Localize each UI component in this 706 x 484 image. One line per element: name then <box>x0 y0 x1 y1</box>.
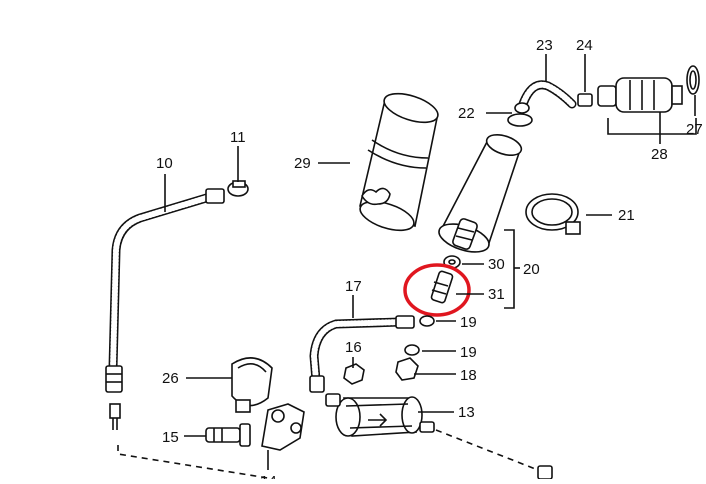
label-15: 15 <box>162 429 179 446</box>
bracket-28 <box>607 112 697 144</box>
part-23-hose <box>514 80 577 114</box>
bracket-20 <box>504 229 520 309</box>
part-21-clamp <box>525 193 581 235</box>
label-22: 22 <box>458 105 475 122</box>
part-20-fuel-pump <box>438 133 523 253</box>
part-labels: 10 11 29 22 23 24 27 28 21 30 20 31 17 1… <box>156 37 703 484</box>
part-10-braided-hose <box>105 188 225 430</box>
label-16: 16 <box>345 339 362 356</box>
part-28-pump <box>597 77 683 113</box>
part-13-filter <box>325 393 435 437</box>
label-23: 23 <box>536 37 553 54</box>
dashed-lines <box>117 429 539 479</box>
label-17: 17 <box>345 278 362 295</box>
part-11-clamp <box>227 180 249 197</box>
part-31-valve <box>430 270 454 304</box>
part-27-gasket <box>686 65 700 95</box>
label-13: 13 <box>458 404 475 421</box>
part-24-ring <box>577 93 593 107</box>
part-15-sensor <box>205 423 251 447</box>
leader-lines <box>164 54 696 470</box>
part-26-clamp <box>231 357 273 413</box>
label-30: 30 <box>488 256 505 273</box>
part-16-nut <box>343 363 365 385</box>
highlight-circle <box>403 263 471 317</box>
label-18: 18 <box>460 367 477 384</box>
part-19-washers <box>404 315 435 356</box>
part-14-bracket <box>261 403 305 451</box>
label-14: 14 <box>260 473 277 479</box>
part-29-canister <box>359 92 439 232</box>
label-28: 28 <box>651 146 668 163</box>
label-21: 21 <box>618 207 635 224</box>
label-27: 27 <box>686 121 703 138</box>
part-17-hose <box>309 315 415 393</box>
label-24: 24 <box>576 37 593 54</box>
label-10: 10 <box>156 155 173 172</box>
label-20: 20 <box>523 261 540 278</box>
part-fragment-bottom-right <box>537 465 553 480</box>
label-26: 26 <box>162 370 179 387</box>
label-31: 31 <box>488 286 505 303</box>
label-19a: 19 <box>460 314 477 331</box>
part-22-clamp <box>507 113 533 127</box>
label-19b: 19 <box>460 344 477 361</box>
part-18-nut <box>395 357 419 381</box>
label-11: 11 <box>230 129 246 146</box>
label-29: 29 <box>294 155 311 172</box>
